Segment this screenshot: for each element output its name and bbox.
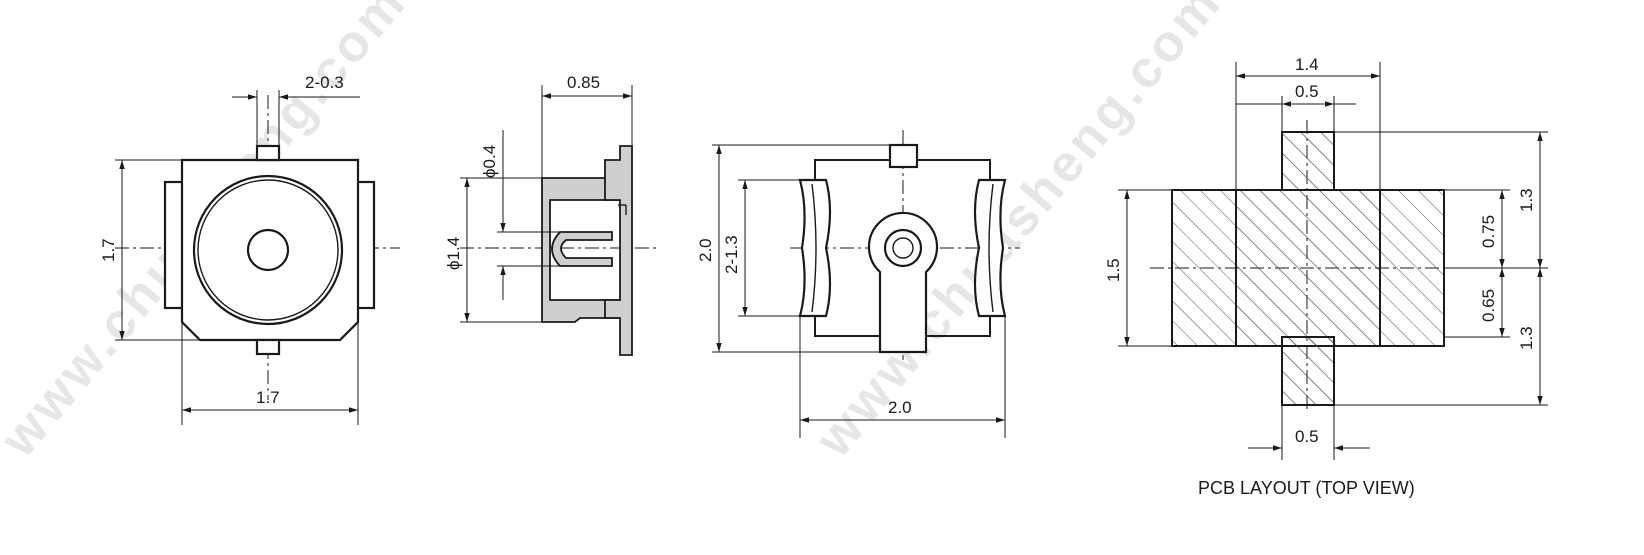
pcb-layout: 1.4 0.5 0.5 1.5 0.75 0.65	[1104, 55, 1548, 498]
bottom-dim-width: 2.0	[888, 398, 912, 417]
pcb-dim-bottom: 0.5	[1295, 427, 1319, 446]
front-outer-ring-inner	[197, 179, 339, 321]
side-dim-top: 0.85	[567, 73, 600, 92]
side-flange	[604, 145, 633, 356]
front-dim-bottom: 1.7	[256, 388, 280, 407]
pcb-dim-top-inner: 0.5	[1295, 82, 1319, 101]
pcb-dim-right-upper: 0.75	[1479, 215, 1498, 248]
bottom-dim-pitch: 2-1.3	[722, 235, 741, 274]
bottom-dim-height: 2.0	[696, 238, 715, 262]
pcb-dim-far-right-upper: 1.3	[1517, 188, 1536, 212]
pcb-dim-right-lower: 0.65	[1479, 289, 1498, 322]
front-top-pin	[255, 144, 281, 162]
bottom-contact-ring	[883, 228, 923, 268]
front-bottom-pin	[255, 338, 281, 356]
front-outer-ring	[192, 174, 344, 326]
front-left-tab	[163, 180, 185, 310]
watermark-2: www.chuasheng.com	[804, 0, 1233, 468]
pcb-pad-bottom	[1281, 336, 1335, 406]
side-center-contact	[551, 231, 613, 267]
pcb-dim-left: 1.5	[1104, 258, 1123, 282]
front-view: 2-0.3 1.7 1.7	[99, 73, 400, 425]
front-body	[180, 158, 360, 342]
pcb-dim-top-outer: 1.4	[1295, 55, 1319, 74]
front-dim-top: 2-0.3	[305, 73, 344, 92]
bottom-view: 2.0 2-1.3 2.0	[696, 130, 1020, 438]
pcb-pad-center	[1235, 189, 1381, 347]
front-center-contact	[246, 228, 290, 272]
bottom-right-clip	[973, 178, 1007, 318]
bottom-top-pin	[888, 143, 919, 169]
side-dim-phi-small: ϕ0.4	[480, 145, 499, 178]
front-dim-left: 1.7	[99, 238, 118, 262]
pcb-pad-top	[1281, 131, 1335, 191]
pcb-pad-left	[1171, 189, 1237, 347]
pcb-dim-far-right-lower: 1.3	[1517, 326, 1536, 350]
bottom-left-clip	[798, 178, 832, 318]
side-view: 0.85 ϕ0.4 ϕ1.4	[444, 73, 660, 356]
pcb-pad-right	[1379, 189, 1445, 347]
bottom-contact-hole	[892, 237, 914, 259]
bottom-center-contact	[867, 211, 939, 354]
pcb-caption: PCB LAYOUT (TOP VIEW)	[1198, 478, 1415, 498]
side-dim-phi-large: ϕ1.4	[444, 237, 463, 270]
